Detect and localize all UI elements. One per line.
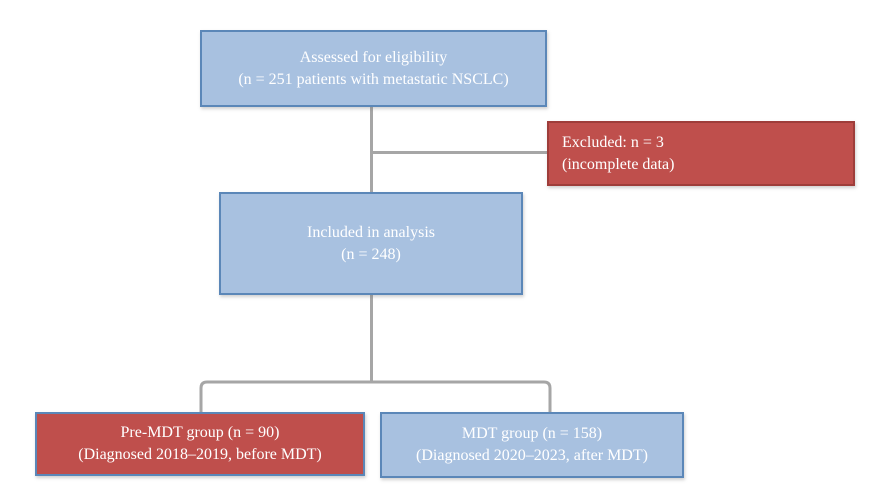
excluded-box-line1: Excluded: n = 3 xyxy=(562,133,664,151)
included-box: Included in analysis (n = 248) xyxy=(219,192,523,295)
mdt-group-box-line1: MDT group (n = 158) xyxy=(461,425,603,442)
excluded-box-line2: (incomplete data) xyxy=(562,155,675,173)
connector-split-branches xyxy=(199,380,552,413)
pre-mdt-group-box-line1: Pre-MDT group (n = 90) xyxy=(120,424,280,441)
pre-mdt-group-box: Pre-MDT group (n = 90) (Diagnosed 2018–2… xyxy=(35,412,365,476)
excluded-box: Excluded: n = 3 (incomplete data) xyxy=(547,121,855,186)
included-box-line2: (n = 248) xyxy=(341,245,401,263)
mdt-group-box: MDT group (n = 158) (Diagnosed 2020–2023… xyxy=(380,412,684,478)
included-box-line1: Included in analysis xyxy=(307,223,435,241)
pre-mdt-group-box-line2: (Diagnosed 2018–2019, before MDT) xyxy=(78,446,322,463)
mdt-group-box-line2: (Diagnosed 2020–2023, after MDT) xyxy=(416,447,648,464)
assessed-box-line2: (n = 251 patients with metastatic NSCLC) xyxy=(238,70,509,88)
assessed-box: Assessed for eligibility (n = 251 patien… xyxy=(200,30,547,107)
assessed-box-line1: Assessed for eligibility xyxy=(299,48,448,66)
